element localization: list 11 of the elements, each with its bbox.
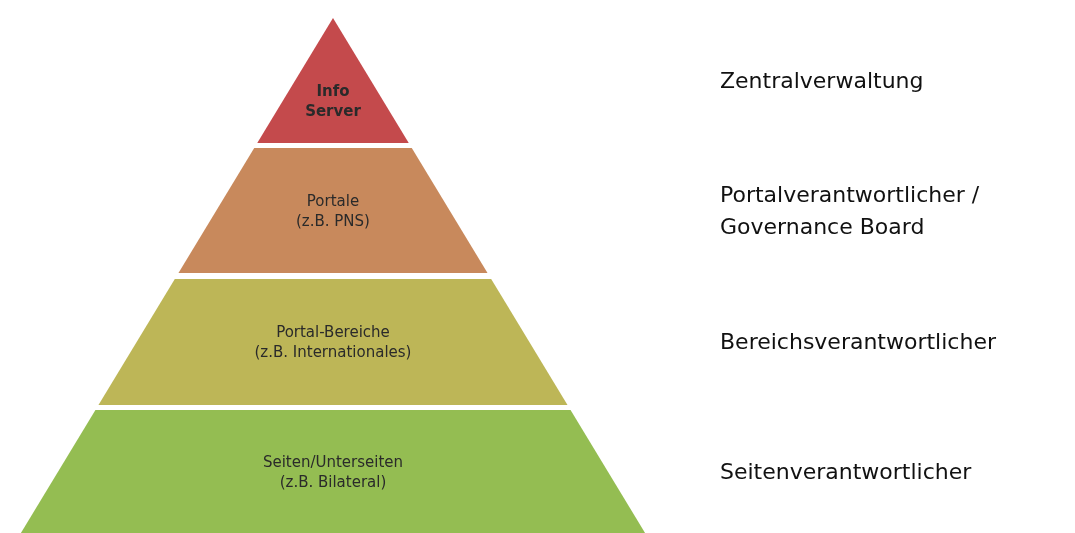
level-label: Seiten/Unterseiten (262, 451, 404, 472)
level-label: (z.B. Internationales) (254, 342, 412, 362)
role-label: Portalverantwortlicher / Governance Board (720, 180, 981, 241)
role-label: Zentralverwaltung (720, 66, 925, 95)
level-label: Portale (306, 190, 360, 211)
level-label: Portal-Bereiche (276, 322, 390, 342)
level-label: (z.B. Bilateral) (279, 471, 387, 492)
level-label: Info Server (304, 80, 362, 121)
role-label: Bereichsverantwortlicher (720, 328, 997, 356)
level-label: (z.B. PNS) (296, 210, 370, 231)
role-label: Seitenverantwortlicher (720, 457, 973, 486)
